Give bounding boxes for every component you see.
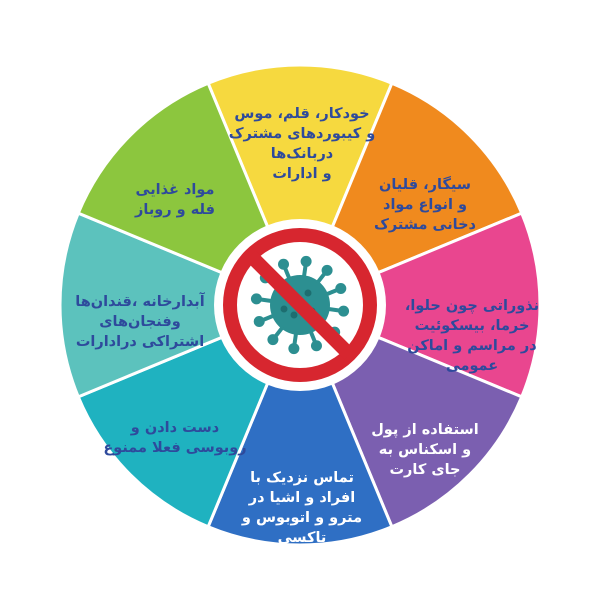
segment-text-sweets: نذوراتی چون حلوا، خرما، بیسکوئیت در مراس… (404, 298, 540, 374)
virus-spike-tip (335, 283, 347, 295)
virus-spike-tip (267, 334, 279, 346)
prohibition-ring (223, 228, 377, 382)
virus-spike-tip (300, 255, 312, 267)
segment-text-tobacco: سیگار، قلیان و انواع مواد دخانی مشترک (373, 177, 477, 233)
virus-surface-dot (304, 289, 312, 297)
virus-spike-tip (250, 293, 262, 305)
segment-text-stationery: خودکار، قلم، موس و کیبوردهای مشترک دربان… (228, 106, 376, 182)
virus-spike-tip (278, 258, 290, 270)
segment-text-contact: تماس نزدیک با افراد و اشیا در مترو و اتو… (241, 470, 363, 546)
wheel-segment-dishes (58, 211, 304, 399)
segment-text-dishes: آبدارخانه ،قندان‌ها وفنجان‌های اشتراکی د… (75, 294, 205, 350)
virus-surface-dot (290, 311, 298, 319)
segment-text-money: استفاده از پول و اسکناس به جای کارت (371, 422, 479, 478)
wheel-segment-contact (206, 301, 394, 547)
wheel-segment-stationery (206, 63, 394, 309)
virus-spike-tip (321, 264, 333, 276)
prohibition-slash (245, 250, 355, 360)
segment-text-handshake: دست دادن و روبوسی فعلا ممنوع (103, 420, 247, 456)
virus-spike-tip (253, 315, 265, 327)
virus-surface-dot (280, 305, 288, 313)
virus-spike-tip (310, 340, 322, 352)
wheel-segment-sweets (296, 211, 542, 399)
segment-text-food: مواد غذایی فله و روباز (135, 182, 215, 218)
virus-spike-tip (288, 343, 300, 355)
virus-spike-tip (338, 305, 350, 317)
no-virus-icon (214, 219, 386, 391)
